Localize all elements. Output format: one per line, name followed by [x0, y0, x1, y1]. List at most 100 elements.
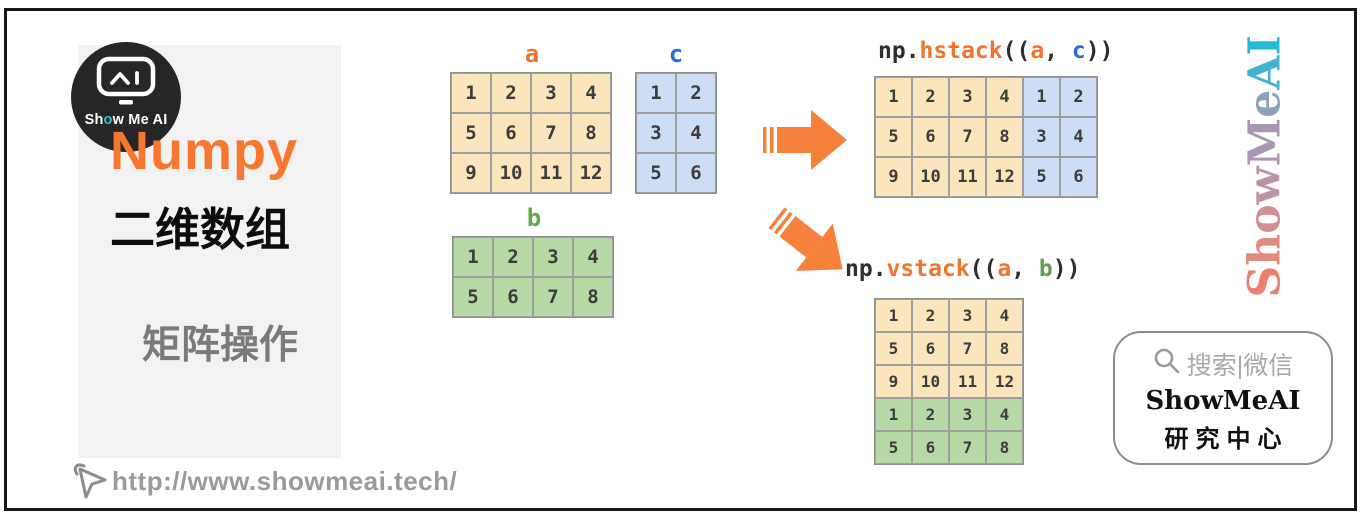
matrix-cell: 3 [531, 73, 571, 113]
matrix-cell: 9 [875, 365, 912, 398]
matrix-cell: 5 [875, 117, 912, 157]
matrix-cell: 7 [533, 277, 573, 317]
matrix-cell: 12 [986, 365, 1023, 398]
matrix-cell: 6 [912, 117, 949, 157]
text-segment: np. [878, 38, 920, 64]
panel-title: Numpy [110, 121, 299, 181]
matrix-cell: 4 [571, 73, 611, 113]
text-segment: b [1038, 256, 1053, 282]
matrix-cell: 2 [676, 73, 716, 113]
matrix-cell: 6 [912, 431, 949, 464]
wechat-search-card: 搜索|微信 ShowMeAI 研究中心 [1113, 331, 1333, 465]
matrix-cell: 1 [636, 73, 676, 113]
matrix-cell: 5 [451, 113, 491, 153]
vstack-code-title: np.vstack((a, b)) [845, 256, 1080, 282]
text-segment: np. [845, 256, 887, 282]
matrix-cell: 6 [1060, 157, 1097, 197]
matrix-cell: 4 [676, 113, 716, 153]
text-segment: Sh [84, 112, 104, 128]
brand-letter: I [1239, 35, 1291, 56]
matrix-cell: 2 [493, 237, 533, 277]
matrix-cell: 8 [986, 431, 1023, 464]
matrix-cell: 8 [986, 117, 1023, 157]
brand-letter: S [1239, 265, 1291, 298]
text-segment: a [1030, 38, 1045, 64]
matrix-cell: 1 [451, 73, 491, 113]
panel-section-title: 矩阵操作 [142, 324, 299, 367]
matrix-cell: 11 [949, 157, 986, 197]
matrix-cell: 2 [912, 398, 949, 431]
matrix-cell: 10 [912, 365, 949, 398]
matrix-cell: 6 [493, 277, 533, 317]
matrix-cell: 12 [986, 157, 1023, 197]
matrix-a-label: a [524, 40, 540, 68]
matrix-cell: 11 [949, 365, 986, 398]
matrix-cell: 5 [636, 153, 676, 193]
matrix-cell: 4 [573, 237, 613, 277]
matrix-cell: 7 [531, 113, 571, 153]
matrix-cell: 8 [573, 277, 613, 317]
matrix-cell: 3 [533, 237, 573, 277]
matrix-cell: 3 [1023, 117, 1060, 157]
matrix-cell: 10 [491, 153, 531, 193]
text-segment: c [1071, 38, 1086, 64]
search-icon [1153, 347, 1181, 382]
brand-letter: e [1239, 89, 1291, 118]
text-segment: hstack [919, 38, 1003, 64]
text-segment: )) [1085, 38, 1114, 64]
wechat-brand-name: ShowMeAI [1145, 386, 1301, 416]
brand-letter: o [1239, 204, 1291, 234]
matrix-b-label: b [526, 204, 542, 232]
text-segment: (( [969, 256, 998, 282]
matrix-cell: 7 [949, 332, 986, 365]
panel-subtitle: 二维数组 [110, 204, 291, 255]
text-segment: o [103, 112, 113, 128]
matrix-cell: 2 [912, 299, 949, 332]
matrix-cell: 2 [912, 77, 949, 117]
arrow-down-right-icon [755, 194, 861, 297]
matrix-cell: 6 [676, 153, 716, 193]
matrix-c-label: c [668, 40, 684, 68]
matrix-cell: 9 [875, 157, 912, 197]
matrix-cell: 4 [986, 398, 1023, 431]
matrix-cell: 7 [949, 431, 986, 464]
text-segment: )) [1052, 256, 1081, 282]
wechat-search-text: 搜索|微信 [1186, 352, 1294, 380]
matrix-cell: 1 [875, 398, 912, 431]
matrix-cell: 3 [949, 299, 986, 332]
matrix-cell: 8 [986, 332, 1023, 365]
brand-letter: w [1239, 166, 1291, 205]
matrix-cell: 2 [491, 73, 531, 113]
matrix-cell: 4 [986, 77, 1023, 117]
matrix-cell: 8 [571, 113, 611, 153]
matrix-cell: 5 [453, 277, 493, 317]
logo-wordmark: Show Me AI [71, 112, 181, 128]
wechat-search-row: 搜索|微信 [1153, 346, 1294, 382]
text-segment: (( [1002, 38, 1031, 64]
matrix-cell: 3 [636, 113, 676, 153]
matrix-cell: 5 [1023, 157, 1060, 197]
matrix-cell: 12 [571, 153, 611, 193]
matrix-cell: 5 [875, 431, 912, 464]
cursor-icon [70, 461, 110, 506]
matrix-cell: 1 [875, 299, 912, 332]
website-url: http://www.showmeai.tech/ [112, 466, 458, 496]
matrix-cell: 5 [875, 332, 912, 365]
matrix-cell: 1 [1023, 77, 1060, 117]
matrix-cell: 3 [949, 77, 986, 117]
brand-letter: h [1239, 233, 1291, 266]
hstack-code-title: np.hstack((a, c)) [878, 38, 1113, 64]
brand-letter: A [1239, 55, 1291, 90]
matrix-cell: 6 [912, 332, 949, 365]
brand-letter: M [1239, 117, 1291, 167]
matrix-cell: 4 [1060, 117, 1097, 157]
matrix-cell: 10 [912, 157, 949, 197]
text-segment: , [1044, 38, 1072, 64]
text-segment: w Me AI [112, 112, 168, 128]
matrix-cell: 1 [875, 77, 912, 117]
matrix-cell: 11 [531, 153, 571, 193]
